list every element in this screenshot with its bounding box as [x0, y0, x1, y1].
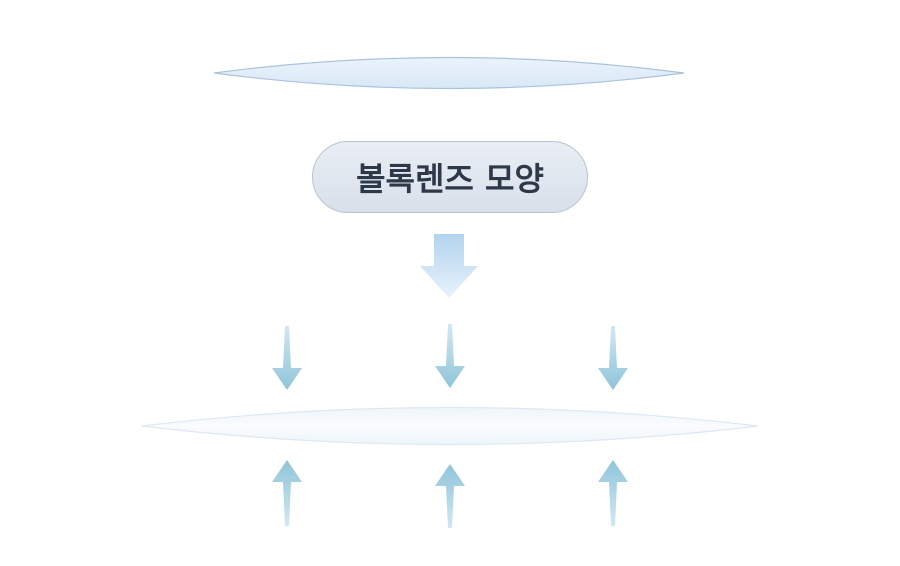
- arrow-down-icon: [598, 326, 628, 390]
- flattened-lens-bottom: [141, 406, 759, 446]
- bottom-arrows: [272, 460, 628, 528]
- arrow-up-icon: [272, 460, 302, 526]
- caption-text: 볼록렌즈 모양: [356, 160, 544, 198]
- caption-label: 볼록렌즈 모양: [312, 141, 588, 213]
- top-arrows: [272, 324, 628, 390]
- arrow-up-icon: [598, 460, 628, 526]
- arrow-down-icon: [272, 326, 302, 390]
- convex-lens-top: [213, 56, 685, 90]
- arrow-down-icon: [420, 234, 478, 298]
- arrow-down-icon: [435, 324, 465, 388]
- arrow-up-icon: [435, 464, 465, 528]
